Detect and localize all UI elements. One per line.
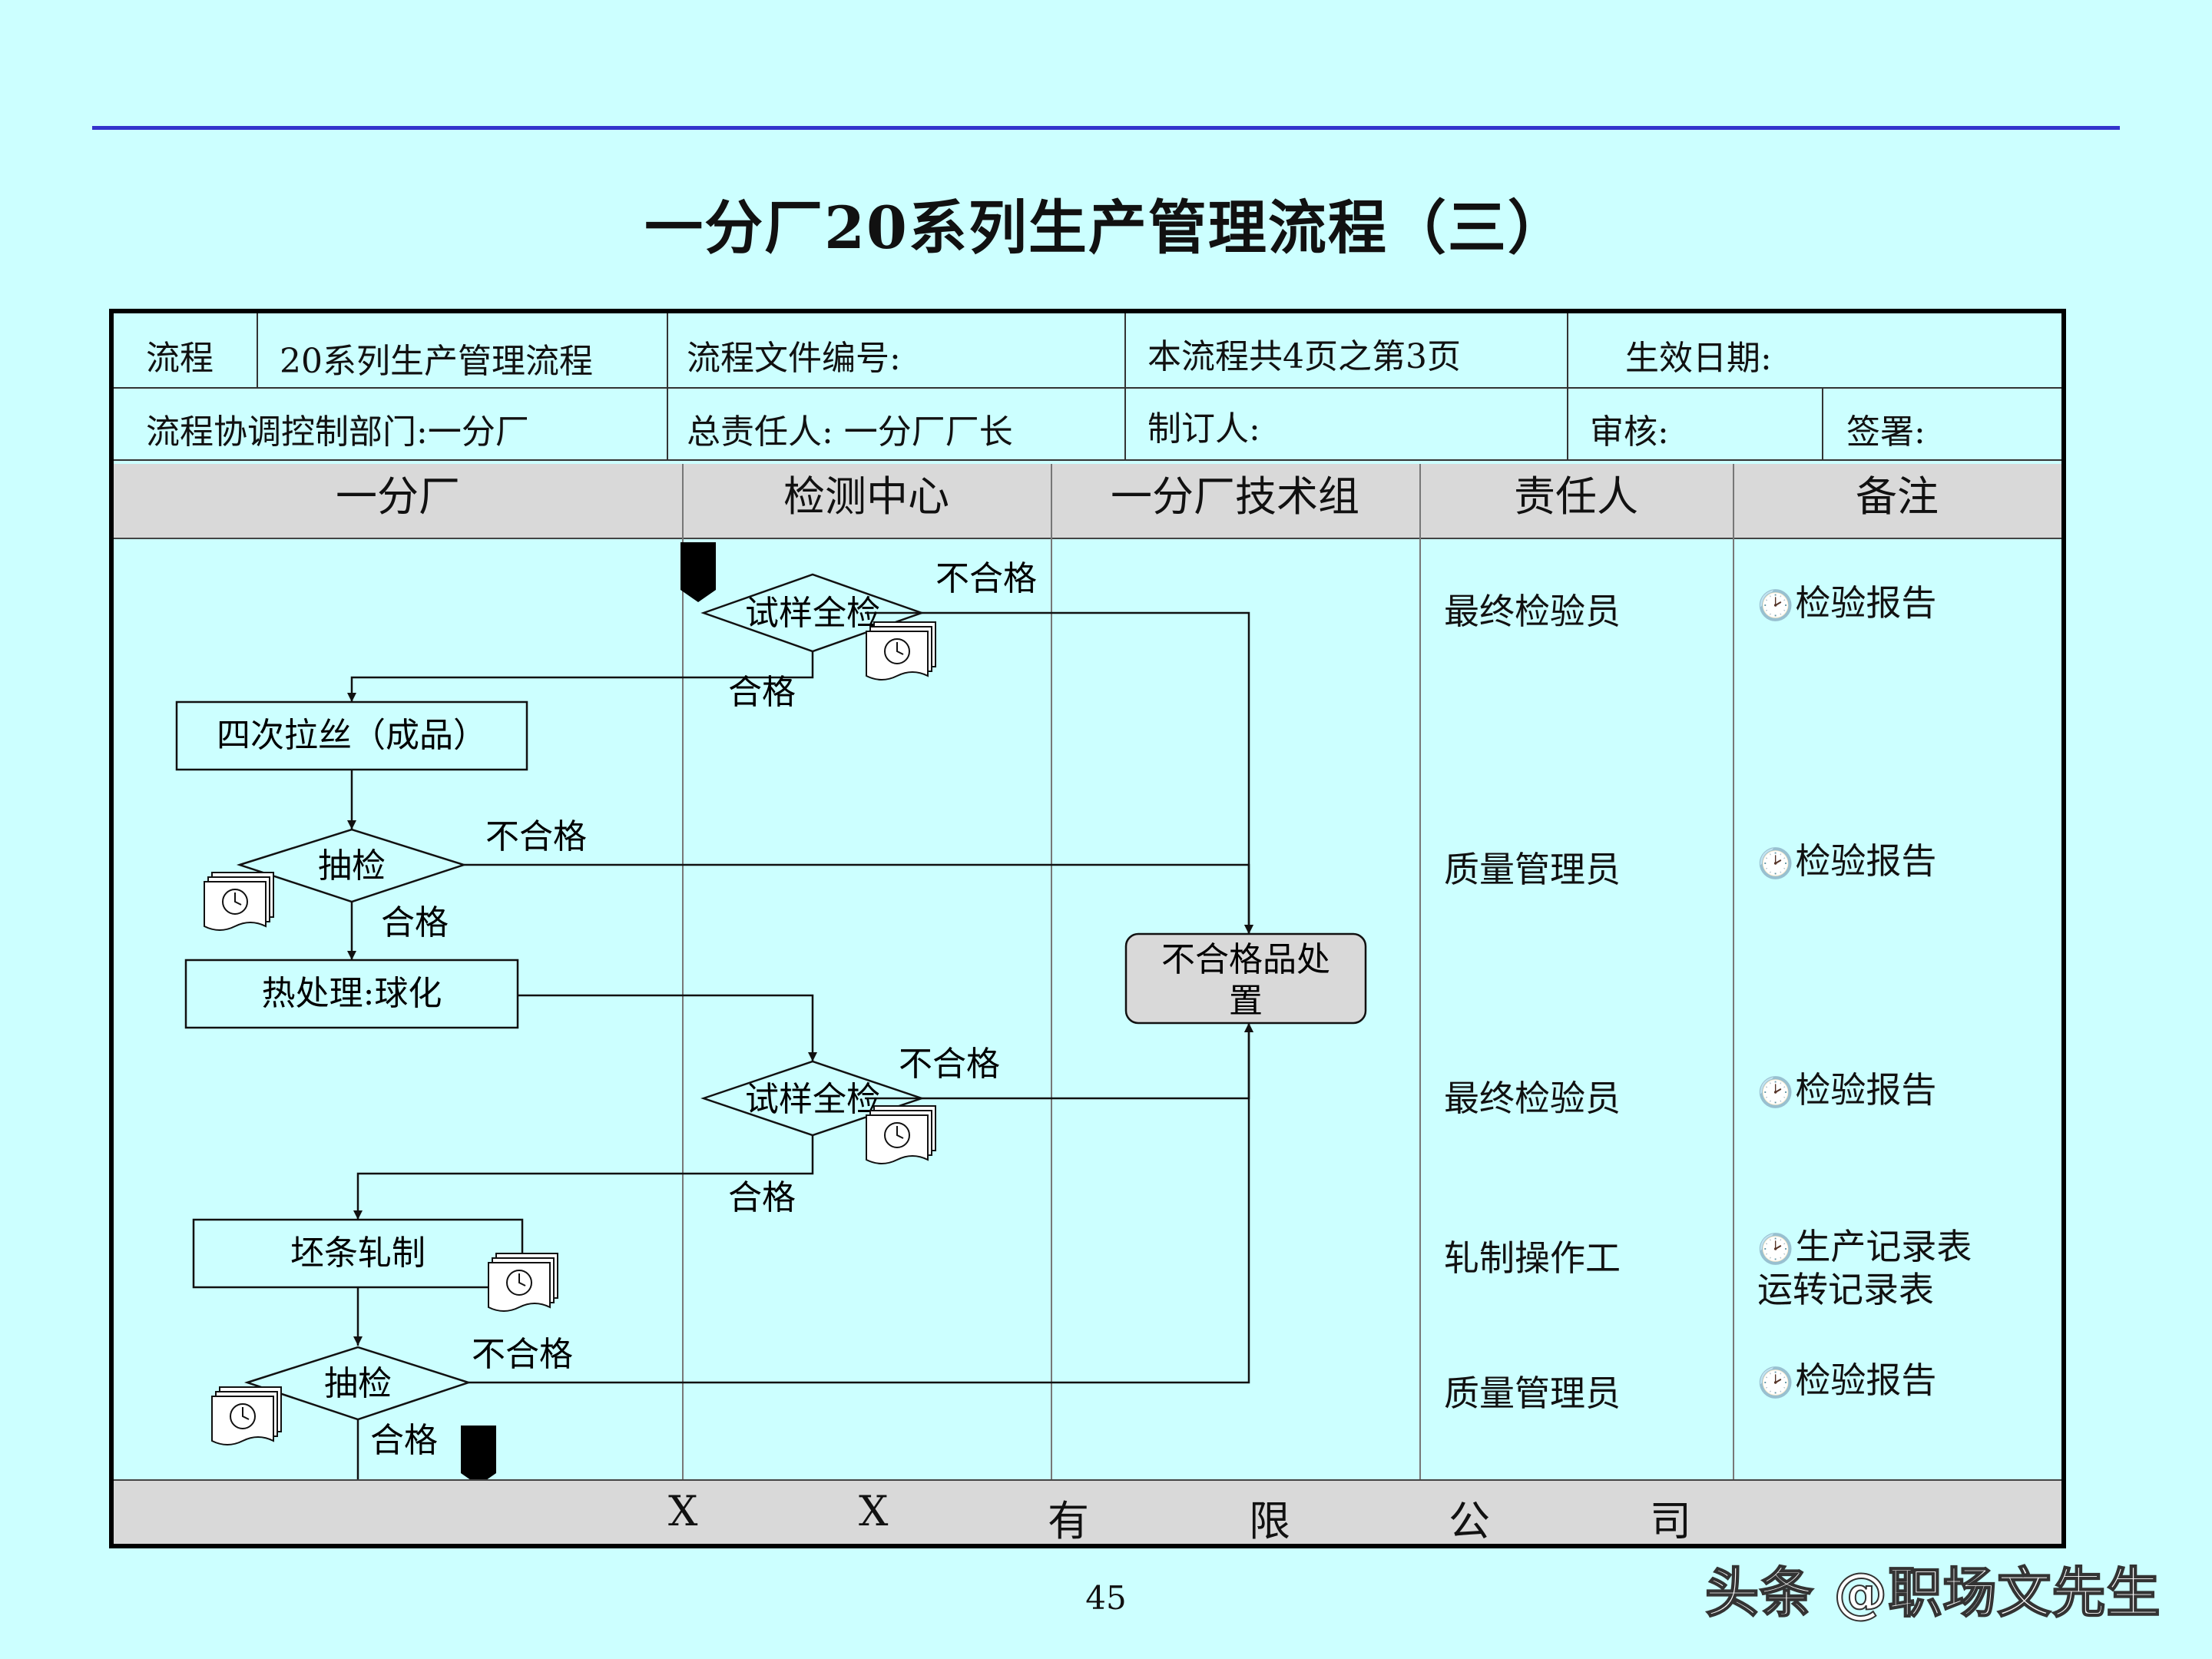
note-production-record: 🕑生产记录表 (1757, 1224, 1972, 1271)
footer-company-char: X (668, 1487, 698, 1535)
clock-icon: 🕑 (1757, 1075, 1794, 1109)
decision-spot-check (236, 828, 468, 903)
responsible-final-inspector: 最终检验员 (1444, 1078, 1621, 1119)
clock-document-icon (204, 872, 274, 931)
process-fourth-drawing (175, 700, 528, 771)
note-text: 检验报告 (1795, 1069, 1937, 1111)
lane-header-responsible: 责任人 (1514, 472, 1638, 521)
divider (114, 459, 2061, 461)
edge-label-pass: 合格 (728, 673, 796, 712)
responsible-final-inspector: 最终检验员 (1444, 591, 1621, 632)
edge-label-pass: 合格 (370, 1421, 438, 1460)
process-label: 坯条轧制 (290, 1233, 426, 1273)
edge-label-fail: 不合格 (472, 1335, 573, 1374)
responsible-quality-manager: 质量管理员 (1444, 1373, 1621, 1414)
divider (114, 538, 2061, 539)
process-heat-treatment (184, 959, 519, 1029)
divider (114, 1479, 2061, 1481)
clock-icon: 🕑 (1757, 588, 1794, 622)
divider (114, 387, 2061, 389)
footer-company-char: 公 (1449, 1497, 1490, 1545)
lane-header-factory: 一分厂 (336, 472, 460, 521)
lane-header-testing: 检测中心 (783, 472, 949, 521)
note-text: 检验报告 (1795, 582, 1937, 624)
page-count: 本流程共4页之第3页 (1147, 337, 1461, 376)
note-inspection-report: 🕑检验报告 (1757, 581, 1936, 628)
divider (257, 313, 258, 387)
clock-icon: 🕑 (1757, 846, 1794, 880)
edge-label-pass: 合格 (381, 903, 449, 942)
top-rule (92, 126, 2120, 130)
responsible-rolling-operator: 轧制操作工 (1444, 1237, 1621, 1279)
offpage-connector-out (461, 1426, 496, 1485)
note-inspection-report: 🕑检验报告 (1757, 839, 1936, 886)
divider (1567, 313, 1568, 459)
page-number: 45 (1085, 1579, 1127, 1617)
lane-divider (1051, 464, 1052, 1479)
footer-company-char: 司 (1650, 1497, 1691, 1545)
process-label: 置 (1229, 982, 1263, 1021)
footer-company-char: 限 (1249, 1497, 1290, 1545)
divider (667, 313, 668, 459)
process-label: 流程 (146, 339, 214, 378)
control-dept: 流程协调控制部门:一分厂 (146, 412, 529, 452)
note-text: 检验报告 (1795, 1359, 1937, 1401)
edge-label-fail: 不合格 (485, 817, 587, 856)
note-inspection-report: 🕑检验报告 (1757, 1068, 1936, 1114)
footer-company-char: 有 (1048, 1497, 1089, 1545)
flow-diagram: 试样全检 不合格 合格 四次拉丝（成品） 抽检 不合格 合格 热处理:球化 试样… (175, 542, 1367, 1485)
note-text: 运转记录表 (1757, 1269, 1934, 1310)
footer-company-char: X (859, 1487, 889, 1535)
divider (1822, 387, 1823, 459)
decision-label: 试样全检 (745, 1080, 880, 1119)
author: 制订人: (1147, 409, 1260, 449)
reviewer: 审核: (1590, 412, 1669, 452)
offpage-connector-in (680, 542, 716, 602)
process-label: 热处理:球化 (262, 974, 442, 1013)
note-text: 生产记录表 (1795, 1226, 1972, 1267)
edge-label-fail: 不合格 (935, 559, 1037, 598)
clock-icon: 🕑 (1757, 1366, 1794, 1399)
lane-divider (1419, 464, 1421, 1479)
process-name: 20系列生产管理流程 (280, 342, 593, 381)
lane-header-band (114, 464, 2061, 538)
clock-document-icon (488, 1253, 558, 1312)
decision-sample-full-check (700, 1060, 925, 1137)
note-text: 检验报告 (1795, 840, 1937, 882)
divider (1124, 313, 1126, 459)
lane-divider (682, 464, 684, 1479)
responsible-quality-manager: 质量管理员 (1444, 849, 1621, 890)
decision-spot-check (243, 1346, 472, 1421)
file-number: 流程文件编号: (687, 339, 901, 378)
watermark: 头条 @职场文先生 (1704, 1561, 2161, 1625)
edge-label-fail: 不合格 (899, 1045, 1000, 1084)
decision-label: 抽检 (324, 1364, 392, 1403)
clock-document-icon (211, 1386, 282, 1445)
decision-sample-full-check (700, 573, 925, 653)
decision-label: 试样全检 (745, 594, 880, 633)
process-label: 不合格品处 (1161, 940, 1330, 979)
clock-document-icon (866, 1105, 936, 1164)
effective-date: 生效日期: (1625, 339, 1772, 378)
note-inspection-report: 🕑检验报告 (1757, 1358, 1936, 1405)
lane-header-notes: 备注 (1856, 472, 1939, 521)
edge-label-pass: 合格 (728, 1178, 796, 1217)
process-label: 四次拉丝（成品） (217, 716, 487, 755)
page-title: 一分厂20系列生产管理流程（三） (644, 194, 1568, 262)
decision-label: 抽检 (318, 846, 386, 886)
clock-icon: 🕑 (1757, 1232, 1794, 1266)
lane-divider (1733, 464, 1734, 1479)
note-transport-record: 运转记录表 (1757, 1267, 1934, 1312)
process-form: 流程 20系列生产管理流程 流程文件编号: 本流程共4页之第3页 生效日期: 流… (109, 309, 2066, 1548)
lane-header-tech: 一分厂技术组 (1111, 472, 1359, 521)
footer-band (114, 1479, 2061, 1544)
signature: 签署: (1846, 412, 1926, 452)
clock-document-icon (866, 621, 936, 680)
process-owner: 总责任人: 一分厂厂长 (687, 412, 1013, 452)
process-reject-handling (1124, 932, 1367, 1025)
